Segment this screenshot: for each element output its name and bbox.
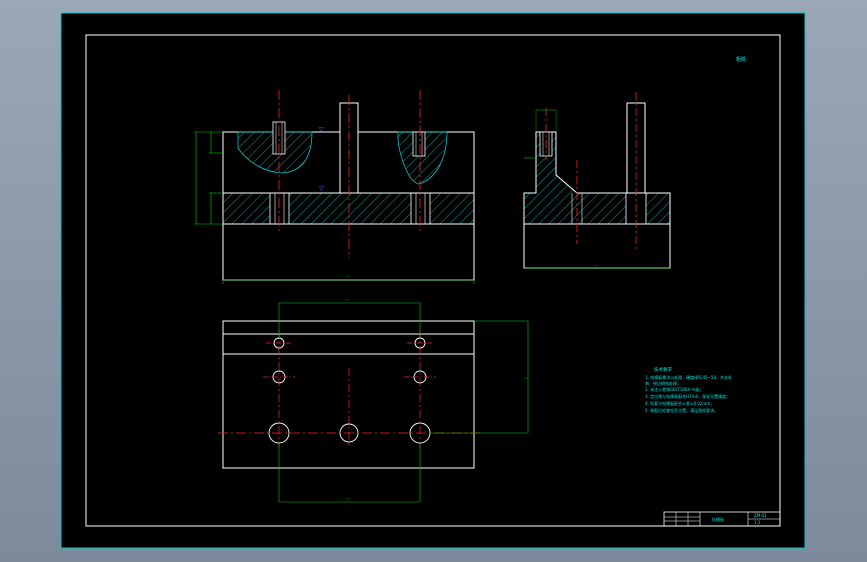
front-roughness-2: ▽ (319, 185, 324, 192)
front-width-dim: — (345, 274, 349, 279)
top-pitch-lower-dim: — (345, 496, 349, 501)
front-section-right (397, 131, 448, 185)
tech-note-line: 4. 钻套与钻模板配合公差±0.02mm； (645, 400, 714, 406)
front-base-hole-right (410, 192, 431, 225)
front-base-hole-left (269, 192, 290, 225)
front-view: ▽ ▽ — (194, 90, 475, 284)
drawing-frame (85, 34, 781, 527)
title-block-scale: 1:1 (754, 520, 761, 525)
side-view: — (523, 92, 671, 269)
front-screw-right (412, 131, 426, 157)
title-block: 钻模板 ZM-01 1:1 (663, 511, 781, 527)
tech-note-line: 2. 未注公差按GB/T1804-m级； (645, 386, 703, 392)
front-roughness-1: ▽ (319, 126, 324, 133)
tech-note-line: 3. 定位销与钻模板配合H7/n6，保证位置精度； (645, 393, 730, 399)
tech-notes-title: 技术要求 (654, 366, 672, 373)
top-pitch-upper-dim: — (345, 297, 349, 302)
side-width-dim: — (593, 263, 597, 268)
top-view: — — — (218, 297, 529, 503)
tech-note-line: 刺、锐边倒钝处理； (645, 380, 681, 386)
front-base-plate (222, 192, 475, 225)
tech-notes: 技术要求 1. 钻模板需淬火处理，硬度HRC45~50，并去毛 刺、锐边倒钝处理… (645, 366, 732, 413)
title-block-name: 钻模板 (712, 516, 724, 522)
tech-note-line: 1. 钻模板需淬火处理，硬度HRC45~50，并去毛 (645, 374, 732, 380)
top-plate-outline (222, 320, 475, 469)
title-block-drawing-no: ZM-01 (754, 513, 767, 518)
tech-note-line: 5. 装配后检查钻孔位置，满足图纸要求。 (645, 407, 718, 413)
top-height-dim: — (524, 376, 528, 381)
corner-roughness-mark: 粗糙 (736, 56, 746, 63)
